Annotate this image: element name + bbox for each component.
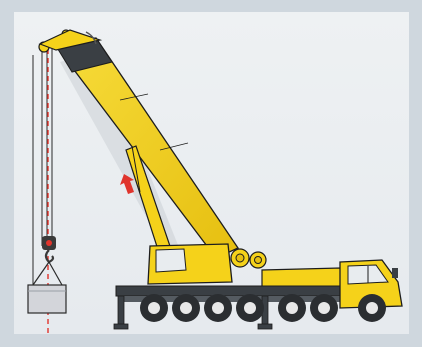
superstructure xyxy=(148,244,266,284)
wheel xyxy=(236,294,264,322)
wheel xyxy=(172,294,200,322)
hook-block xyxy=(42,236,56,262)
wheel xyxy=(358,294,386,322)
wheel xyxy=(310,294,338,322)
wheel xyxy=(204,294,232,322)
telescopic-boom xyxy=(39,30,238,258)
wheel xyxy=(278,294,306,322)
suspended-load xyxy=(28,285,66,313)
wheel xyxy=(140,294,168,322)
